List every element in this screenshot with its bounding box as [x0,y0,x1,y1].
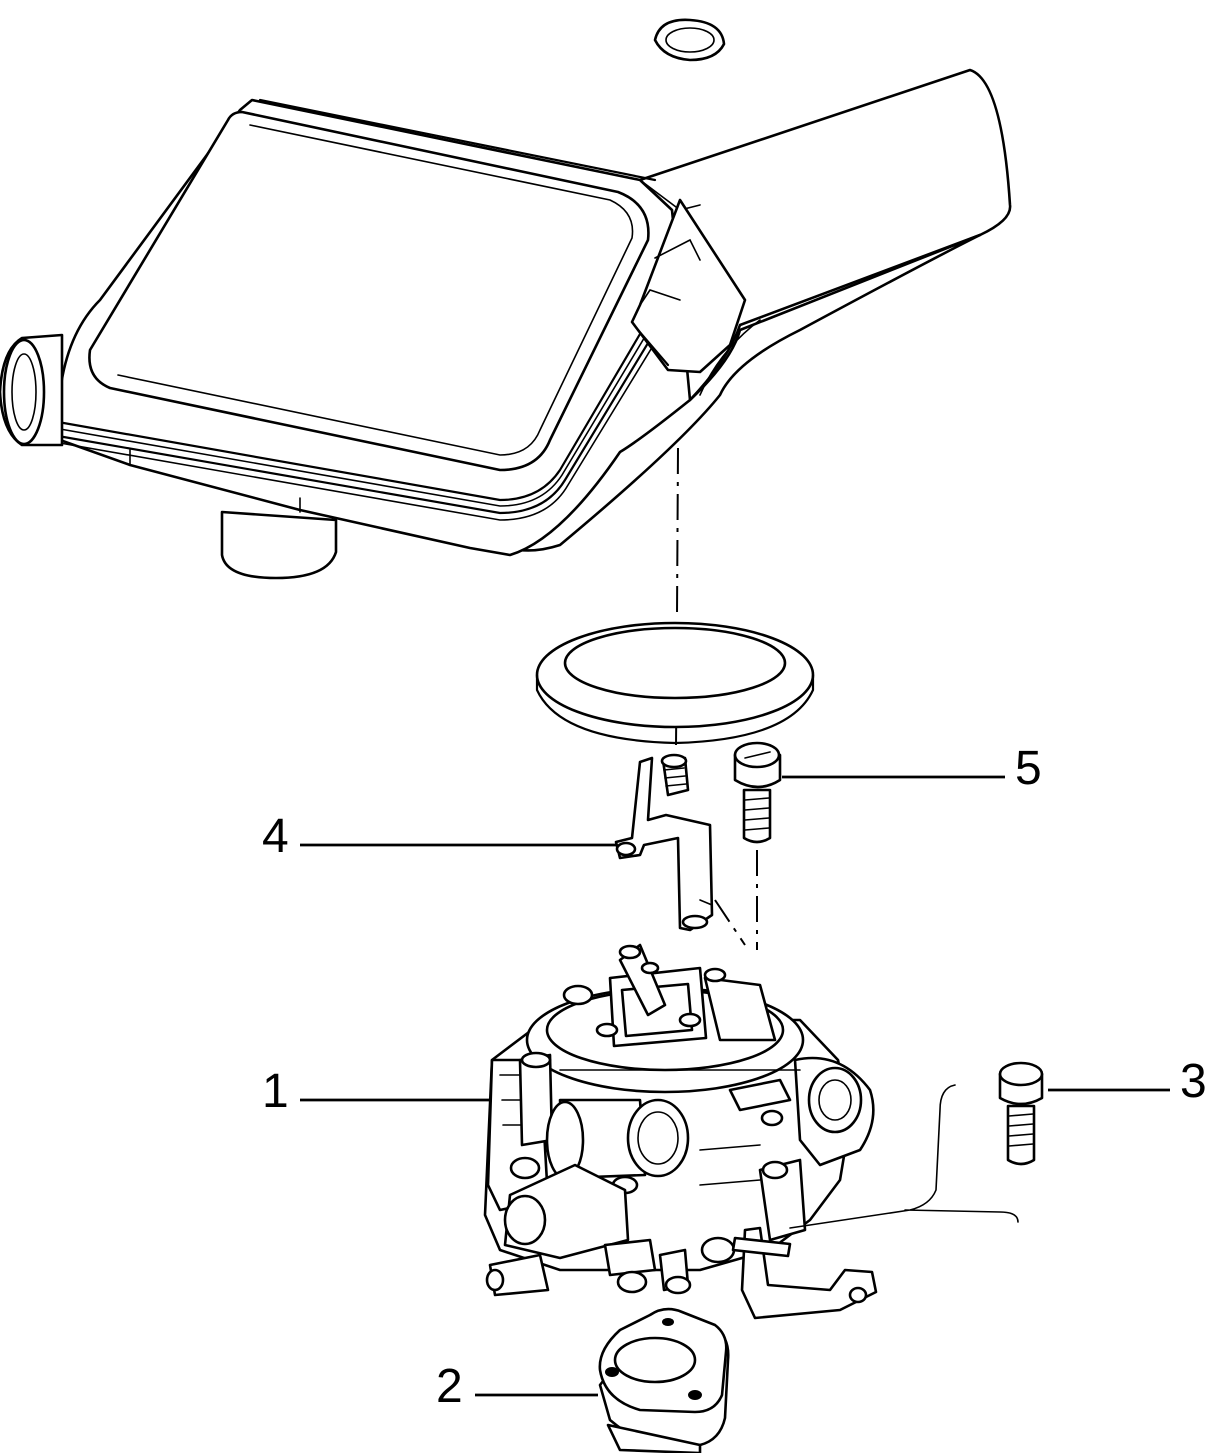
support-bracket [614,753,714,932]
gasket-ring [535,621,815,745]
callout-1: 1 [262,1065,289,1118]
bolt-lower-reference-line [789,1084,1019,1229]
callout-4: 4 [262,810,289,863]
carburettor [483,943,878,1320]
bolt-upper [733,741,782,844]
bracket-axis [714,899,746,946]
air-filter-housing [0,18,1012,580]
bolt-lower [998,1061,1044,1166]
insulator-spacer [598,1307,730,1453]
callout-3: 3 [1180,1055,1207,1108]
callout-5: 5 [1015,742,1042,795]
callout-2: 2 [436,1360,463,1413]
